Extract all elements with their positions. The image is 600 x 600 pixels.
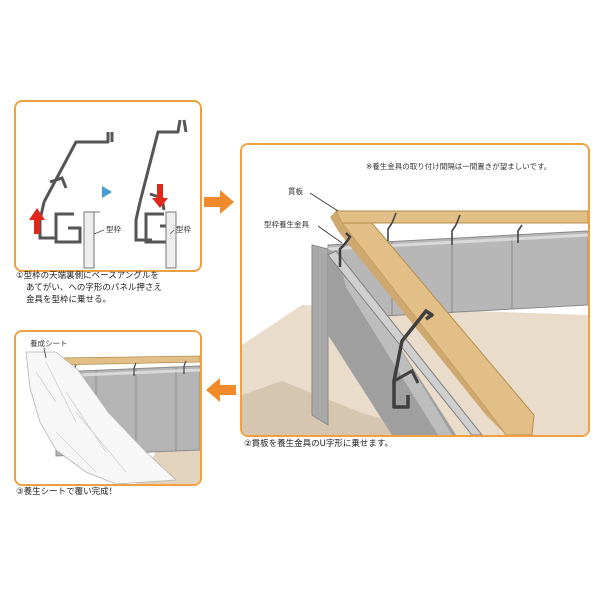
base-angle-before <box>56 214 80 242</box>
bracket-before <box>44 132 112 202</box>
arrow-right-icon <box>204 190 234 214</box>
step1-illustration: 型枠 型枠 <box>16 102 200 270</box>
note-text: ※養生金具の取り付け間隔は一間置きが望ましいです。 <box>366 161 551 171</box>
step1-caption: ①型枠の天端裏側にベースアングルを あてがい、への字形のパネル押さえ 金具を型枠… <box>16 270 162 306</box>
step3-illustration: 養成シート <box>16 332 200 484</box>
label-plank: 貫板 <box>288 186 303 196</box>
label-bracket: 型枠養生金具 <box>264 219 309 229</box>
step1-caption-line-2: あてがい、への字形のパネル押さえ <box>16 282 162 294</box>
label-formwork-a: 型枠 <box>106 224 121 234</box>
step3-caption: ③養生シートで覆い完成！ <box>16 486 117 498</box>
next-triangle-icon <box>102 186 112 198</box>
label-formwork-b: 型枠 <box>176 224 191 234</box>
step2-illustration: ※養生金具の取り付け間隔は一間置きが望ましいです。 貫板 型枠養生金具 <box>242 145 588 435</box>
step1-caption-line-3: 金具を型枠に乗せる。 <box>16 294 162 306</box>
arrow-left-icon <box>206 378 236 402</box>
step3-panel: 養成シート <box>14 330 202 486</box>
label-sheet: 養成シート <box>30 338 68 348</box>
step1-panel: 型枠 型枠 <box>14 100 202 272</box>
step1-caption-line-1: ①型枠の天端裏側にベースアングルを <box>16 270 162 282</box>
step2-panel: ※養生金具の取り付け間隔は一間置きが望ましいです。 貫板 型枠養生金具 <box>240 143 590 437</box>
step2-caption: ②貫板を養生金具のU字形に乗せます。 <box>244 438 393 450</box>
